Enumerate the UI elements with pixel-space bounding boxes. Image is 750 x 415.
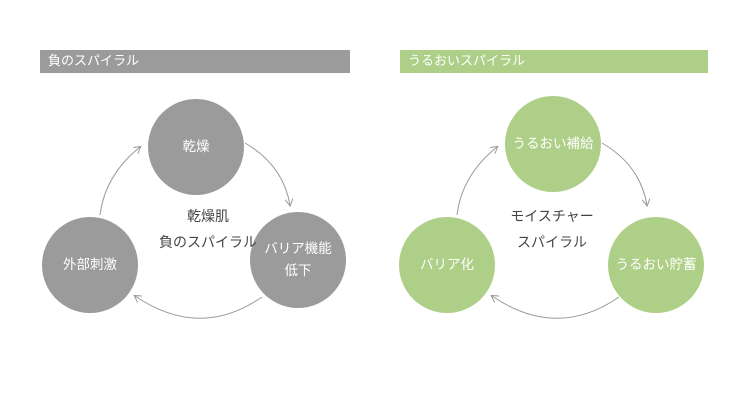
node-moisture-supply: うるおい補給 [505, 96, 601, 192]
node-barrier-decline: バリア機能低下 [250, 212, 346, 308]
node-dryness: 乾燥 [148, 99, 244, 195]
node-external-stimulus: 外部刺激 [42, 217, 138, 313]
negative-center-label: 乾燥肌負のスパイラル [138, 204, 278, 256]
moisture-spiral-header: うるおいスパイラル [400, 50, 708, 73]
center-line-1: モイスチャー [510, 209, 594, 225]
center-line-2: 負のスパイラル [159, 235, 257, 251]
center-line-1: 乾燥肌 [187, 209, 229, 225]
positive-center-label: モイスチャースパイラル [482, 204, 622, 256]
center-line-2: スパイラル [517, 235, 587, 251]
node-barrier: バリア化 [399, 217, 495, 313]
node-moisture-storage: うるおい貯蓄 [608, 217, 704, 313]
negative-spiral-header: 負のスパイラル [40, 50, 350, 73]
